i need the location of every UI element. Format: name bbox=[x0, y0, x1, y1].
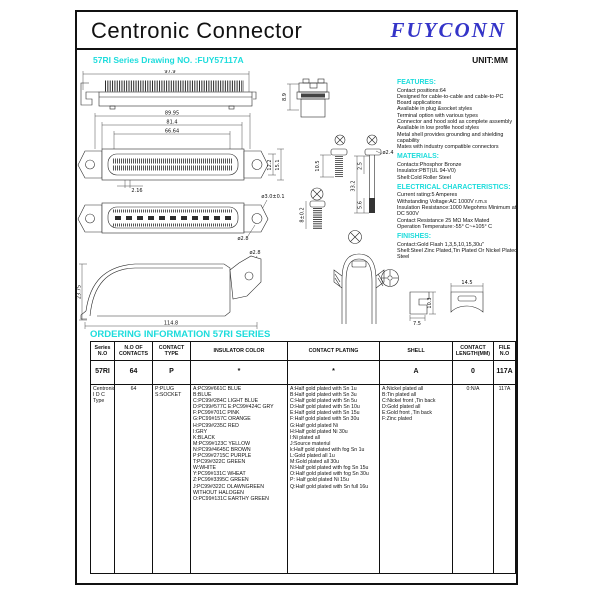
page-title: Centronic Connector bbox=[91, 18, 303, 43]
finishes-section: FINISHES: Contact:Gold Flash 1,3,5,10,15… bbox=[397, 233, 518, 260]
ordering-summary-row: 57RI 64 P * * A 0 117A bbox=[90, 360, 516, 385]
side-view-drawing: 97.9 bbox=[80, 70, 257, 110]
col-contact-plating: CONTACT PLATING bbox=[287, 341, 380, 361]
summary-contact-type: P bbox=[152, 360, 191, 385]
dim-end-height: 8.9 bbox=[282, 93, 288, 101]
detail-insulator-color: A:PC99#661C BLUE B:BLUE C:PC99#284C LIGH… bbox=[190, 384, 288, 574]
dim-screw-c-length: 8±0.2 bbox=[300, 207, 306, 222]
summary-contact-plating: * bbox=[287, 360, 380, 385]
dim-hood-hole: ø2.8 bbox=[249, 250, 260, 256]
front-view2-drawing: ø2.8 bbox=[77, 202, 269, 242]
dim-screw-a-length: 10.5 bbox=[315, 160, 321, 171]
dim-height-outer: 15.1 bbox=[275, 159, 281, 170]
features-list: Contact positions:64 Designed for cable-… bbox=[397, 87, 513, 151]
clamp-drawing: 14.5 bbox=[450, 280, 484, 313]
summary-contact-length: 0 bbox=[452, 360, 494, 385]
dim-hood-height: 23.75 bbox=[77, 285, 83, 299]
summary-contacts: 64 bbox=[114, 360, 153, 385]
col-shell: SHELL bbox=[379, 341, 453, 361]
spec-text-column: FEATURES: Contact positions:64 Designed … bbox=[397, 76, 518, 261]
materials-heading: MATERIALS: bbox=[397, 153, 439, 161]
ordering-header-row: Series N.O N.O OF CONTACTS CONTACT TYPE … bbox=[90, 341, 516, 361]
features-section: FEATURES: Contact positions:64 Designed … bbox=[397, 79, 518, 150]
dim-height-inner: 12.2 bbox=[267, 159, 273, 170]
summary-series: 57RI bbox=[90, 360, 115, 385]
datasheet-page: Centronic Connector FUYCONN 57RI Series … bbox=[75, 10, 518, 585]
finishes-heading: FINISHES: bbox=[397, 233, 432, 241]
detail-shell: A:Nickel plated all B:Tin plated all C:N… bbox=[379, 384, 453, 574]
dim-hood-length: 114.8 bbox=[164, 321, 178, 327]
detail-contact-length: 0:N/A bbox=[452, 384, 494, 574]
dim-front-w1: 89.95 bbox=[165, 111, 179, 117]
detail-contact-plating: A:Half gold plated with Sn 1u B:Half gol… bbox=[287, 384, 380, 574]
ordering-detail-row: Centronic I D C Type 64 P:PLUG S:SOCKET … bbox=[90, 384, 516, 574]
unit-label: UNIT:MM bbox=[472, 55, 508, 65]
materials-list: Contacts:Phosphor Bronze Insulator:PBT(U… bbox=[397, 161, 462, 181]
electrical-heading: ELECTRICAL CHARACTERISTICS: bbox=[397, 183, 511, 191]
dim-side-length: 97.9 bbox=[164, 70, 175, 75]
hood-profile-drawing: ø2.8 23.75 114.8 bbox=[77, 250, 262, 329]
series-drawing-no: 57RI Series Drawing NO. :FUY57117A bbox=[93, 55, 244, 65]
features-heading: FEATURES: bbox=[397, 79, 436, 86]
title-band: Centronic Connector FUYCONN bbox=[77, 12, 516, 50]
brand-logo: FUYCONN bbox=[390, 18, 506, 42]
finishes-list: Contact:Gold Flash 1,3,5,10,15,30u" Shel… bbox=[397, 241, 518, 261]
ordering-heading: ORDERING INFORMATION 57RI SERIES bbox=[90, 329, 271, 340]
summary-file-no: 117A bbox=[493, 360, 516, 385]
clip-drawing: 10.3 7.5 bbox=[409, 291, 436, 327]
ordering-table: Series N.O N.O OF CONTACTS CONTACT TYPE … bbox=[90, 341, 516, 574]
summary-insulator-color: * bbox=[190, 360, 288, 385]
col-insulator-color: INSULATOR COLOR bbox=[190, 341, 288, 361]
electrical-section: ELECTRICAL CHARACTERISTICS: Current rati… bbox=[397, 184, 518, 230]
dim-screw-b-tip: 5.6 bbox=[358, 201, 364, 209]
dim-screw-b-head: 2.5 bbox=[358, 162, 364, 170]
detail-series: Centronic I D C Type bbox=[90, 384, 115, 574]
dim-hole2: ø2.8 bbox=[237, 236, 248, 242]
dim-pitch: 2.16 bbox=[131, 188, 142, 194]
col-contact-type: CONTACT TYPE bbox=[152, 341, 191, 361]
col-contacts: N.O OF CONTACTS bbox=[114, 341, 153, 361]
front-view-drawing: 89.95 81.4 66.64 12.2 15.1 bbox=[77, 111, 285, 214]
dim-clip-height: 10.3 bbox=[427, 297, 433, 308]
summary-shell: A bbox=[379, 360, 453, 385]
dim-front-w3: 66.64 bbox=[165, 129, 179, 135]
materials-section: MATERIALS: Contacts:Phosphor Bronze Insu… bbox=[397, 153, 518, 180]
dim-clamp-width: 14.5 bbox=[461, 280, 472, 286]
dim-screw-b-length: 33.2 bbox=[351, 180, 357, 191]
hardware-drawings: 10.5 ø2.4 2.5 33.2 5.6 8±0.2 bbox=[300, 134, 399, 287]
dim-hole1: ø3.0±0.1 bbox=[261, 194, 284, 200]
technical-drawings: 97.9 8.9 89.95 81.4 bbox=[77, 70, 484, 329]
col-series: Series N.O bbox=[90, 341, 115, 361]
detail-file-no: 117A bbox=[493, 384, 516, 574]
dim-clip-width: 7.5 bbox=[413, 321, 421, 327]
col-contact-length: CONTACT LENGTH(MM) bbox=[452, 341, 494, 361]
subtitle-row: 57RI Series Drawing NO. :FUY57117A UNIT:… bbox=[77, 53, 516, 69]
detail-contacts: 64 bbox=[114, 384, 153, 574]
hood-rear-view-drawing bbox=[333, 253, 385, 324]
dim-screw-b-dia: ø2.4 bbox=[382, 150, 393, 156]
detail-contact-type: P:PLUG S:SOCKET bbox=[152, 384, 191, 574]
col-file-no: FILE N.O bbox=[493, 341, 516, 361]
end-view-drawing: 8.9 bbox=[282, 78, 330, 118]
electrical-list: Current rating:5 Amperes Withstanding Vo… bbox=[397, 192, 517, 230]
dim-front-w2: 81.4 bbox=[166, 120, 177, 126]
